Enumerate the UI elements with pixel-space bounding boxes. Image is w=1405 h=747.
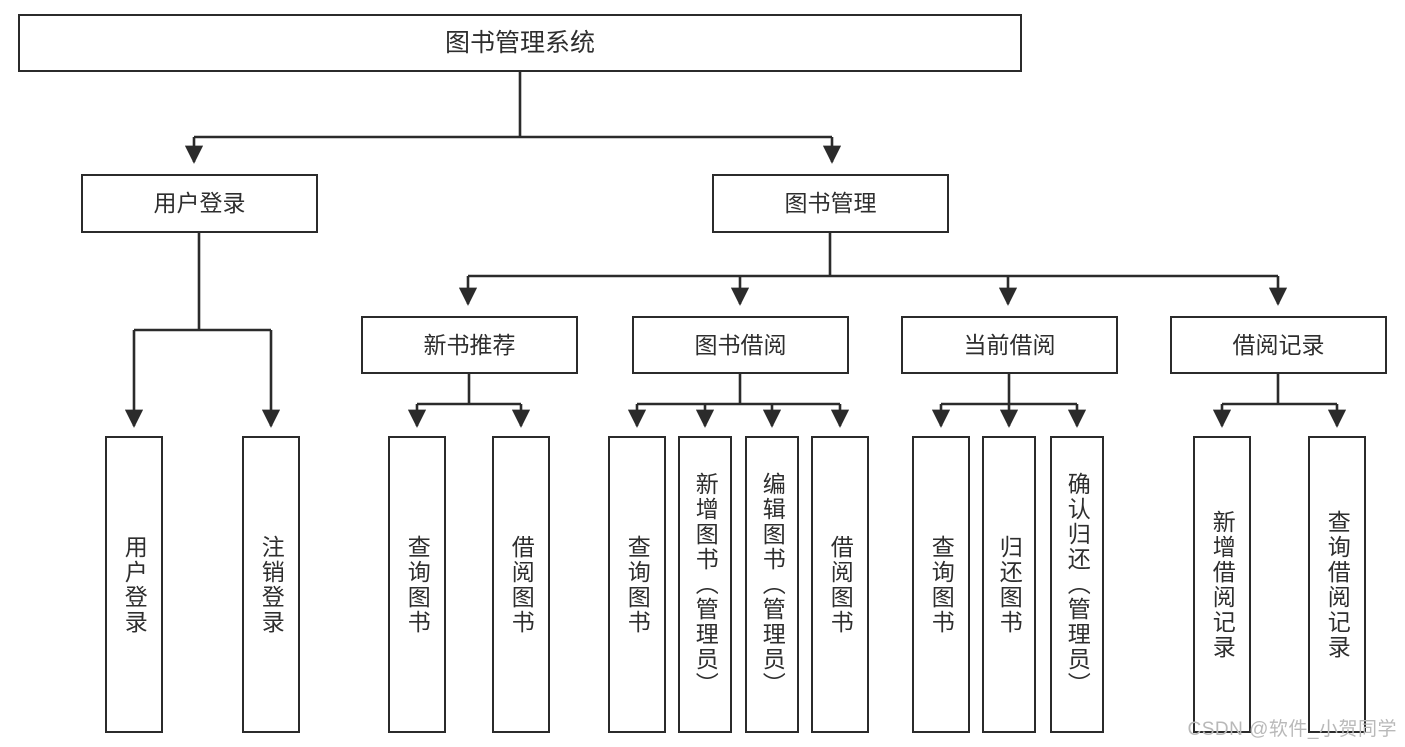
leaf-add-record-label: 新增借阅记录 bbox=[1209, 509, 1236, 660]
leaf-query-record[interactable]: 查询借阅记录 bbox=[1308, 436, 1366, 733]
leaf-user-login[interactable]: 用户登录 bbox=[105, 436, 163, 733]
leaf-query-book-1[interactable]: 查询图书 bbox=[388, 436, 446, 733]
leaf-borrow-book-1[interactable]: 借阅图书 bbox=[492, 436, 550, 733]
leaf-edit-book-label: 编辑图书（管理员） bbox=[759, 472, 786, 697]
node-book-borrow-label: 图书借阅 bbox=[694, 331, 787, 358]
leaf-borrow-book-2[interactable]: 借阅图书 bbox=[811, 436, 869, 733]
leaf-add-record[interactable]: 新增借阅记录 bbox=[1193, 436, 1251, 733]
leaf-edit-book[interactable]: 编辑图书（管理员） bbox=[745, 436, 799, 733]
leaf-return-book-label: 归还图书 bbox=[996, 534, 1023, 635]
node-current-borrow-label: 当前借阅 bbox=[963, 331, 1056, 358]
leaf-confirm-return-label: 确认归还（管理员） bbox=[1064, 472, 1091, 697]
leaf-query-book-3-label: 查询图书 bbox=[928, 534, 955, 635]
leaf-borrow-book-1-label: 借阅图书 bbox=[508, 534, 535, 635]
watermark: CSDN @软件_小贺同学 bbox=[1187, 719, 1397, 740]
node-user-login[interactable]: 用户登录 bbox=[81, 174, 318, 233]
leaf-return-book[interactable]: 归还图书 bbox=[982, 436, 1036, 733]
node-user-login-label: 用户登录 bbox=[153, 190, 246, 217]
leaf-user-login-label: 用户登录 bbox=[121, 534, 148, 635]
leaf-query-book-2-label: 查询图书 bbox=[624, 534, 651, 635]
leaf-add-book[interactable]: 新增图书（管理员） bbox=[678, 436, 732, 733]
node-root[interactable]: 图书管理系统 bbox=[18, 14, 1022, 72]
node-borrow-record[interactable]: 借阅记录 bbox=[1170, 316, 1387, 374]
node-book-borrow[interactable]: 图书借阅 bbox=[632, 316, 849, 374]
leaf-add-book-label: 新增图书（管理员） bbox=[692, 472, 719, 697]
node-book-management-label: 图书管理 bbox=[784, 190, 877, 217]
leaf-query-record-label: 查询借阅记录 bbox=[1324, 509, 1351, 660]
node-new-book-recommend[interactable]: 新书推荐 bbox=[361, 316, 578, 374]
node-new-book-recommend-label: 新书推荐 bbox=[423, 331, 516, 358]
leaf-confirm-return[interactable]: 确认归还（管理员） bbox=[1050, 436, 1104, 733]
leaf-logout-login-label: 注销登录 bbox=[258, 534, 285, 635]
leaf-query-book-1-label: 查询图书 bbox=[404, 534, 431, 635]
leaf-query-book-3[interactable]: 查询图书 bbox=[912, 436, 970, 733]
node-book-management[interactable]: 图书管理 bbox=[712, 174, 949, 233]
node-borrow-record-label: 借阅记录 bbox=[1232, 331, 1325, 358]
node-current-borrow[interactable]: 当前借阅 bbox=[901, 316, 1118, 374]
node-root-label: 图书管理系统 bbox=[444, 28, 595, 57]
leaf-query-book-2[interactable]: 查询图书 bbox=[608, 436, 666, 733]
leaf-logout-login[interactable]: 注销登录 bbox=[242, 436, 300, 733]
leaf-borrow-book-2-label: 借阅图书 bbox=[827, 534, 854, 635]
